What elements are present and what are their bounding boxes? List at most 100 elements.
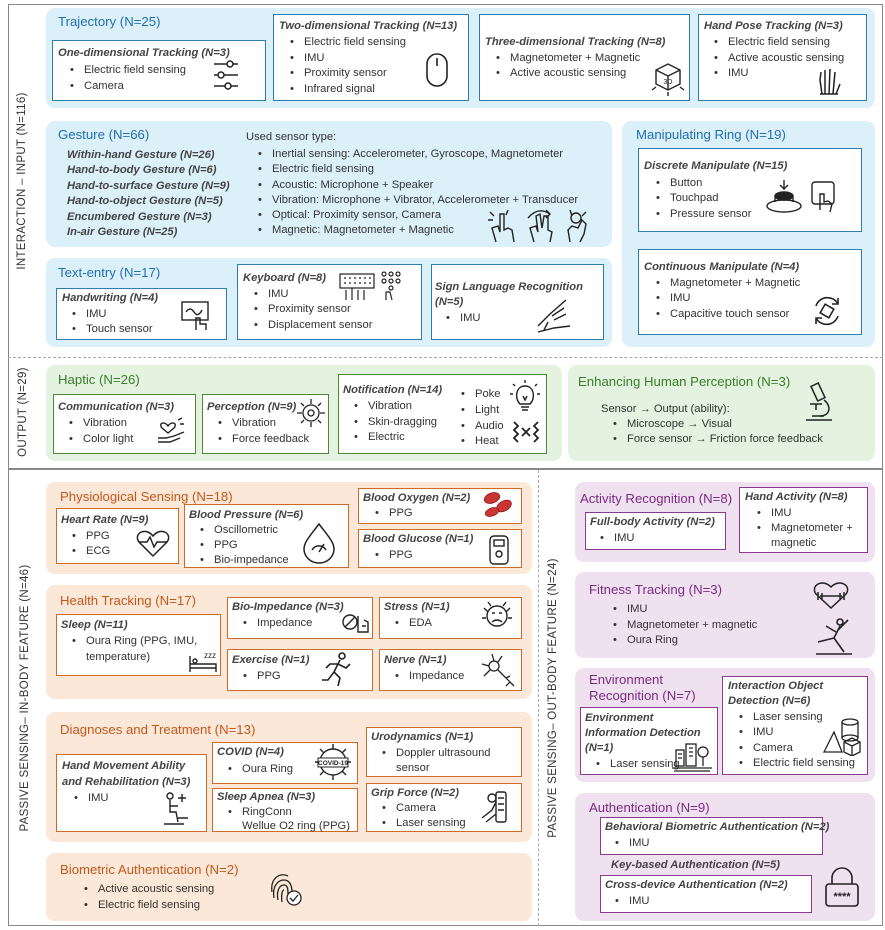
notification-title: Notification (N=14) [343,384,443,396]
rotate-icon [815,296,839,326]
list-item: Laser sensing [739,711,823,723]
list-item: RingConn [228,806,292,818]
stressed-face-icon [482,601,512,627]
svg-text:****: **** [833,891,851,903]
environment-title: Environment [589,672,664,687]
sensor-header: Used sensor type: [246,131,337,143]
section-label-output: OUTPUT (N=29) [17,367,29,457]
exercise-title: Exercise (N=1) [232,654,310,666]
cross-device-title: Cross-device Authentication (N=2) [605,879,788,891]
discrete-title: Discrete Manipulate (N=15) [644,160,788,172]
fitness-title: Fitness Tracking (N=3) [589,582,723,597]
touchpad-icon [811,181,835,213]
full-body-activity-box [585,512,726,550]
list-item: Optical: Proximity sensor, Camera [258,209,441,221]
list-item: Proximity sensor [254,303,351,315]
list-item: Touchpad [656,192,718,204]
list-item: Poke [461,388,500,400]
list-item: Bio-impedance [200,554,289,566]
shapes-objects-icon [822,718,861,756]
hand-pose-title: Hand Pose Tracking (N=3) [704,20,843,32]
trajectory-title: Trajectory (N=25) [58,14,161,29]
list-item: IMU [615,895,649,907]
list-item: Doppler ultrasound [382,747,490,759]
behavioral-title: Behavioral Biometric Authentication (N=2… [605,821,830,833]
list-item: Light [461,404,499,416]
cube-3d-icon: 3D [651,63,685,96]
list-item: Electric field sensing [739,757,855,769]
urodynamics-title: Urodynamics (N=1) [371,731,474,743]
list-item: Electric field sensing [84,899,200,911]
bed-sleep-icon: zzz [189,651,217,672]
gesture-title: Gesture (N=66) [58,127,150,142]
activity-title: Activity Recognition (N=8) [580,491,733,506]
list-item: IMU [72,308,106,320]
sign-hands-icon [537,299,571,333]
list-item: Oscillometric [200,524,278,536]
list-item: Skin-dragging [354,416,437,428]
list-item: Vibration [69,417,127,429]
hand-activity-box [739,487,868,553]
hand-wave-icon [819,68,841,95]
covid-title: COVID (N=4) [217,746,284,758]
rehabilitation-icon [164,792,188,825]
list-item: Capacitive touch sensor [656,308,789,320]
environment-info-title-2: Information Detection [585,727,701,739]
section-label-input: INTERACTION – INPUT (N=116) [16,92,28,270]
list-item: PPG [375,549,412,561]
fingerprint-icon [271,874,302,906]
sleep-apnea-title: Sleep Apnea (N=3) [217,791,316,803]
hand-activity-title: Hand Activity (N=8) [745,491,848,503]
key-based-title: Key-based Authentication (N=5) [611,859,780,871]
list-item: Color light [69,433,133,445]
sensor-target-icon [297,399,325,427]
lightbulb-icon [510,380,540,411]
gesture-hands-icon [488,209,587,243]
lower-frame [8,469,883,926]
one-d-title: One-dimensional Tracking (N=3) [58,47,230,59]
blood-oxygen-title: Blood Oxygen (N=2) [363,492,471,504]
list-item: Force feedback [218,433,309,445]
list-item: Active acoustic sensing [714,52,844,64]
list-item: Electric field sensing [714,36,830,48]
list-item: Infrared signal [290,83,375,95]
list-item: Proximity sensor [290,67,387,79]
slider-controls-icon [214,60,238,90]
list-item: Heat [461,435,498,447]
list-item: Acoustic: Microphone + Speaker [258,179,433,191]
heart-pulse-icon [136,530,170,558]
push-button-icon [766,180,802,213]
heart-rate-box [56,508,179,564]
list-item: IMU [613,603,647,615]
hand-movement-box [56,754,207,832]
list-item: Vibration: Microphone + Vibrator, Accele… [258,194,578,206]
list-item-continuation: temperature) [86,651,151,663]
nerve-cell-icon [481,653,515,687]
svg-text:zzz: zzz [204,651,216,660]
list-item: Force sensor → Friction force feedback [613,433,823,445]
biometric-title: Biometric Authentication (N=2) [60,862,239,877]
two-d-title: Two-dimensional Tracking (N=13) [279,20,458,32]
list-item: Vibration [218,417,276,429]
bio-impedance-title: Bio-Impedance (N=3) [232,601,344,613]
hand-heart-icon [158,417,185,443]
grip-device-icon [481,791,507,823]
list-item: Pressure sensor [656,208,752,220]
exercise-box [227,649,373,691]
three-d-title: Three-dimensional Tracking (N=8) [485,36,666,48]
stress-title: Stress (N=1) [384,601,450,613]
mouse-icon [426,53,448,87]
list-item: Displacement sensor [254,319,373,331]
stress-box [379,597,522,639]
keyboard-typing-icon [339,271,401,301]
gesture-type-item: Hand-to-body Gesture (N=6) [67,164,217,176]
list-item: Touch sensor [72,323,152,335]
list-item: Magnetometer + [757,522,853,534]
list-item: Magnetic: Magnetometer + Magnetic [258,224,454,236]
enhancing-title: Enhancing Human Perception (N=3) [578,374,791,389]
enhancing-header: Sensor → Output (ability): [601,403,730,415]
list-item: IMU [757,507,791,519]
list-item: Microscope → Visual [613,418,732,430]
authentication-title: Authentication (N=9) [589,800,710,815]
list-item: Oura Ring [613,634,678,646]
